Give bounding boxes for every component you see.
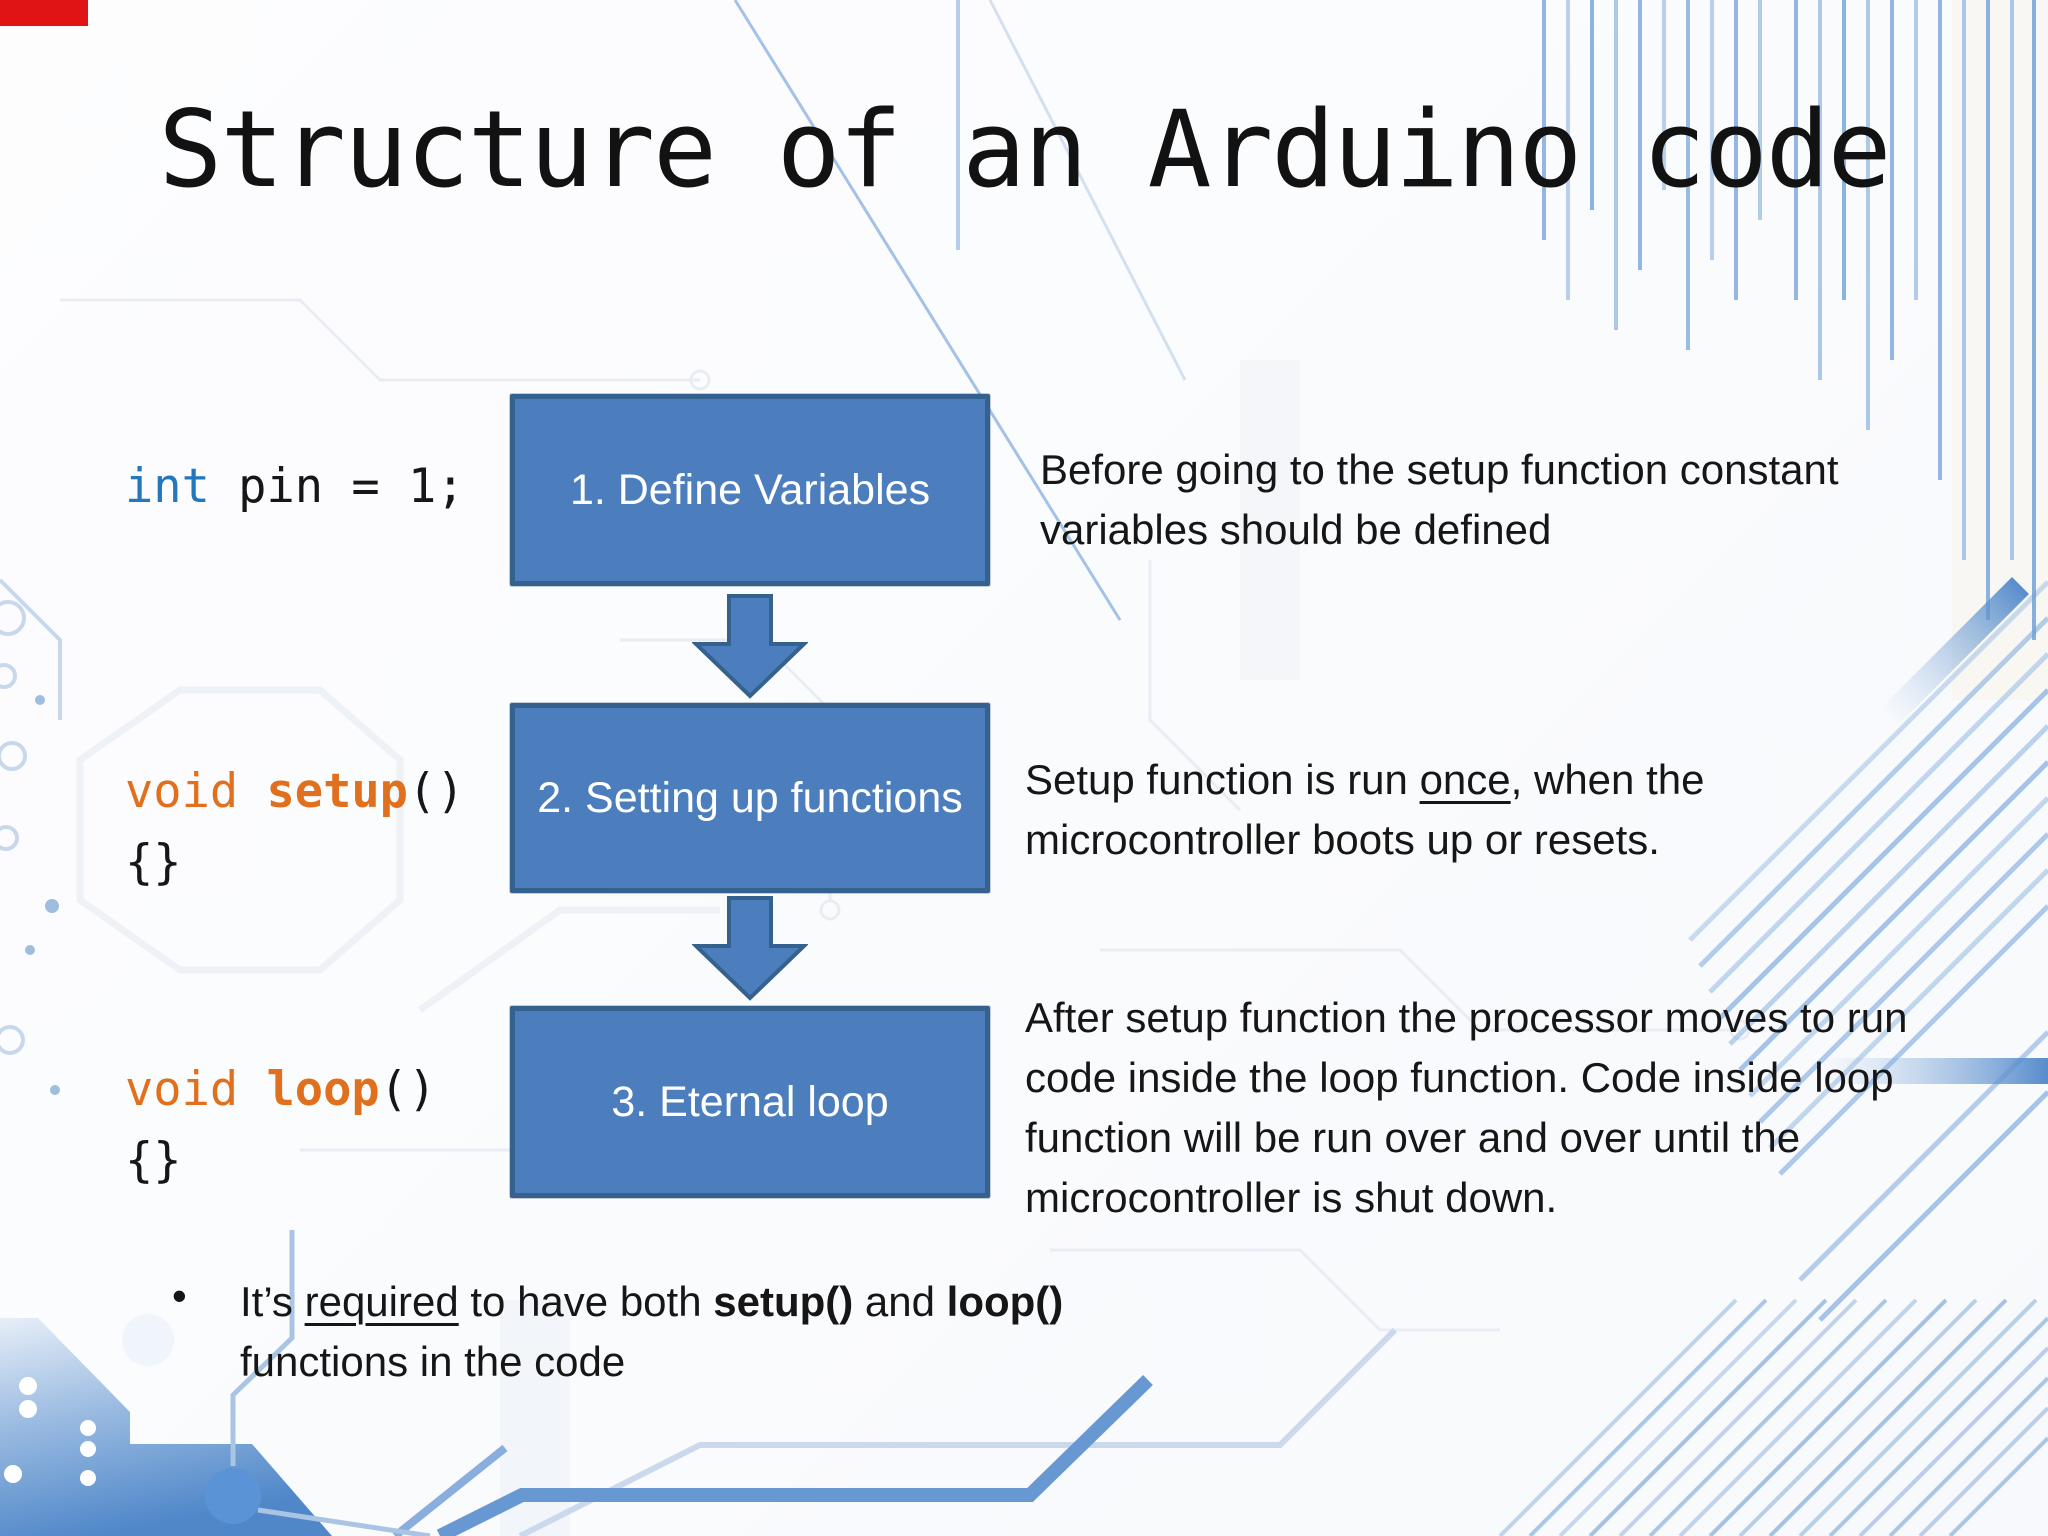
code-keyword-void: void — [125, 1062, 239, 1117]
bullet-text-part: It’s — [240, 1278, 305, 1325]
flowchart-box-setup-functions: 2. Setting up functions — [510, 703, 990, 893]
bullet-underlined-required: required — [304, 1278, 459, 1325]
code-snippet-loop: void loop() {} — [125, 1055, 436, 1196]
bullet-bold-loop: loop() — [946, 1278, 1064, 1325]
flowchart-box-label: 1. Define Variables — [569, 465, 931, 514]
code-parens: () — [379, 1062, 437, 1117]
note-define-variables: Before going to the setup function const… — [1040, 446, 1839, 554]
bullet-text-part: functions in the code — [240, 1338, 626, 1386]
note-loop-function: After setup function the processor moves… — [1025, 994, 1908, 1222]
flowchart-box-define-variables: 1. Define Variables — [510, 394, 990, 586]
code-function-setup: setup — [266, 764, 408, 819]
code-braces: {} — [125, 1132, 182, 1188]
note-text: , when the microcontroller boots up or r… — [1025, 756, 1705, 864]
flowchart-down-arrow-2 — [692, 896, 808, 1001]
bullet-text-part: and — [853, 1278, 947, 1325]
bullet-text-part: to have both — [458, 1278, 714, 1325]
flowchart-box-label: 3. Eternal loop — [611, 1077, 889, 1126]
bullet-required-note: It’s required to have both setup() and l… — [240, 1272, 1190, 1392]
bullet-bold-setup: setup() — [713, 1278, 854, 1325]
flowchart-box-eternal-loop: 3. Eternal loop — [510, 1006, 990, 1198]
slide-title: Structure of an Arduino code — [158, 88, 1892, 211]
corner-red-mark — [0, 0, 88, 26]
bullet-marker: • — [172, 1272, 187, 1319]
flowchart-box-label: 2. Setting up functions — [537, 773, 963, 822]
code-function-loop: loop — [266, 1062, 380, 1117]
note-underlined-once: once — [1419, 756, 1511, 803]
code-snippet-define-variables: int pin = 1; — [125, 452, 465, 523]
code-keyword-int: int — [125, 459, 210, 514]
note-setup-function: Setup function is run once, when the mic… — [1025, 750, 1845, 870]
note-text: Setup function is run — [1025, 756, 1420, 803]
flowchart-down-arrow-1 — [692, 594, 808, 699]
code-parens: () — [407, 764, 465, 819]
code-keyword-void: void — [125, 764, 239, 819]
code-braces: {} — [125, 834, 182, 890]
code-rest: pin = 1; — [209, 459, 465, 514]
code-snippet-setup: void setup() {} — [125, 757, 465, 898]
